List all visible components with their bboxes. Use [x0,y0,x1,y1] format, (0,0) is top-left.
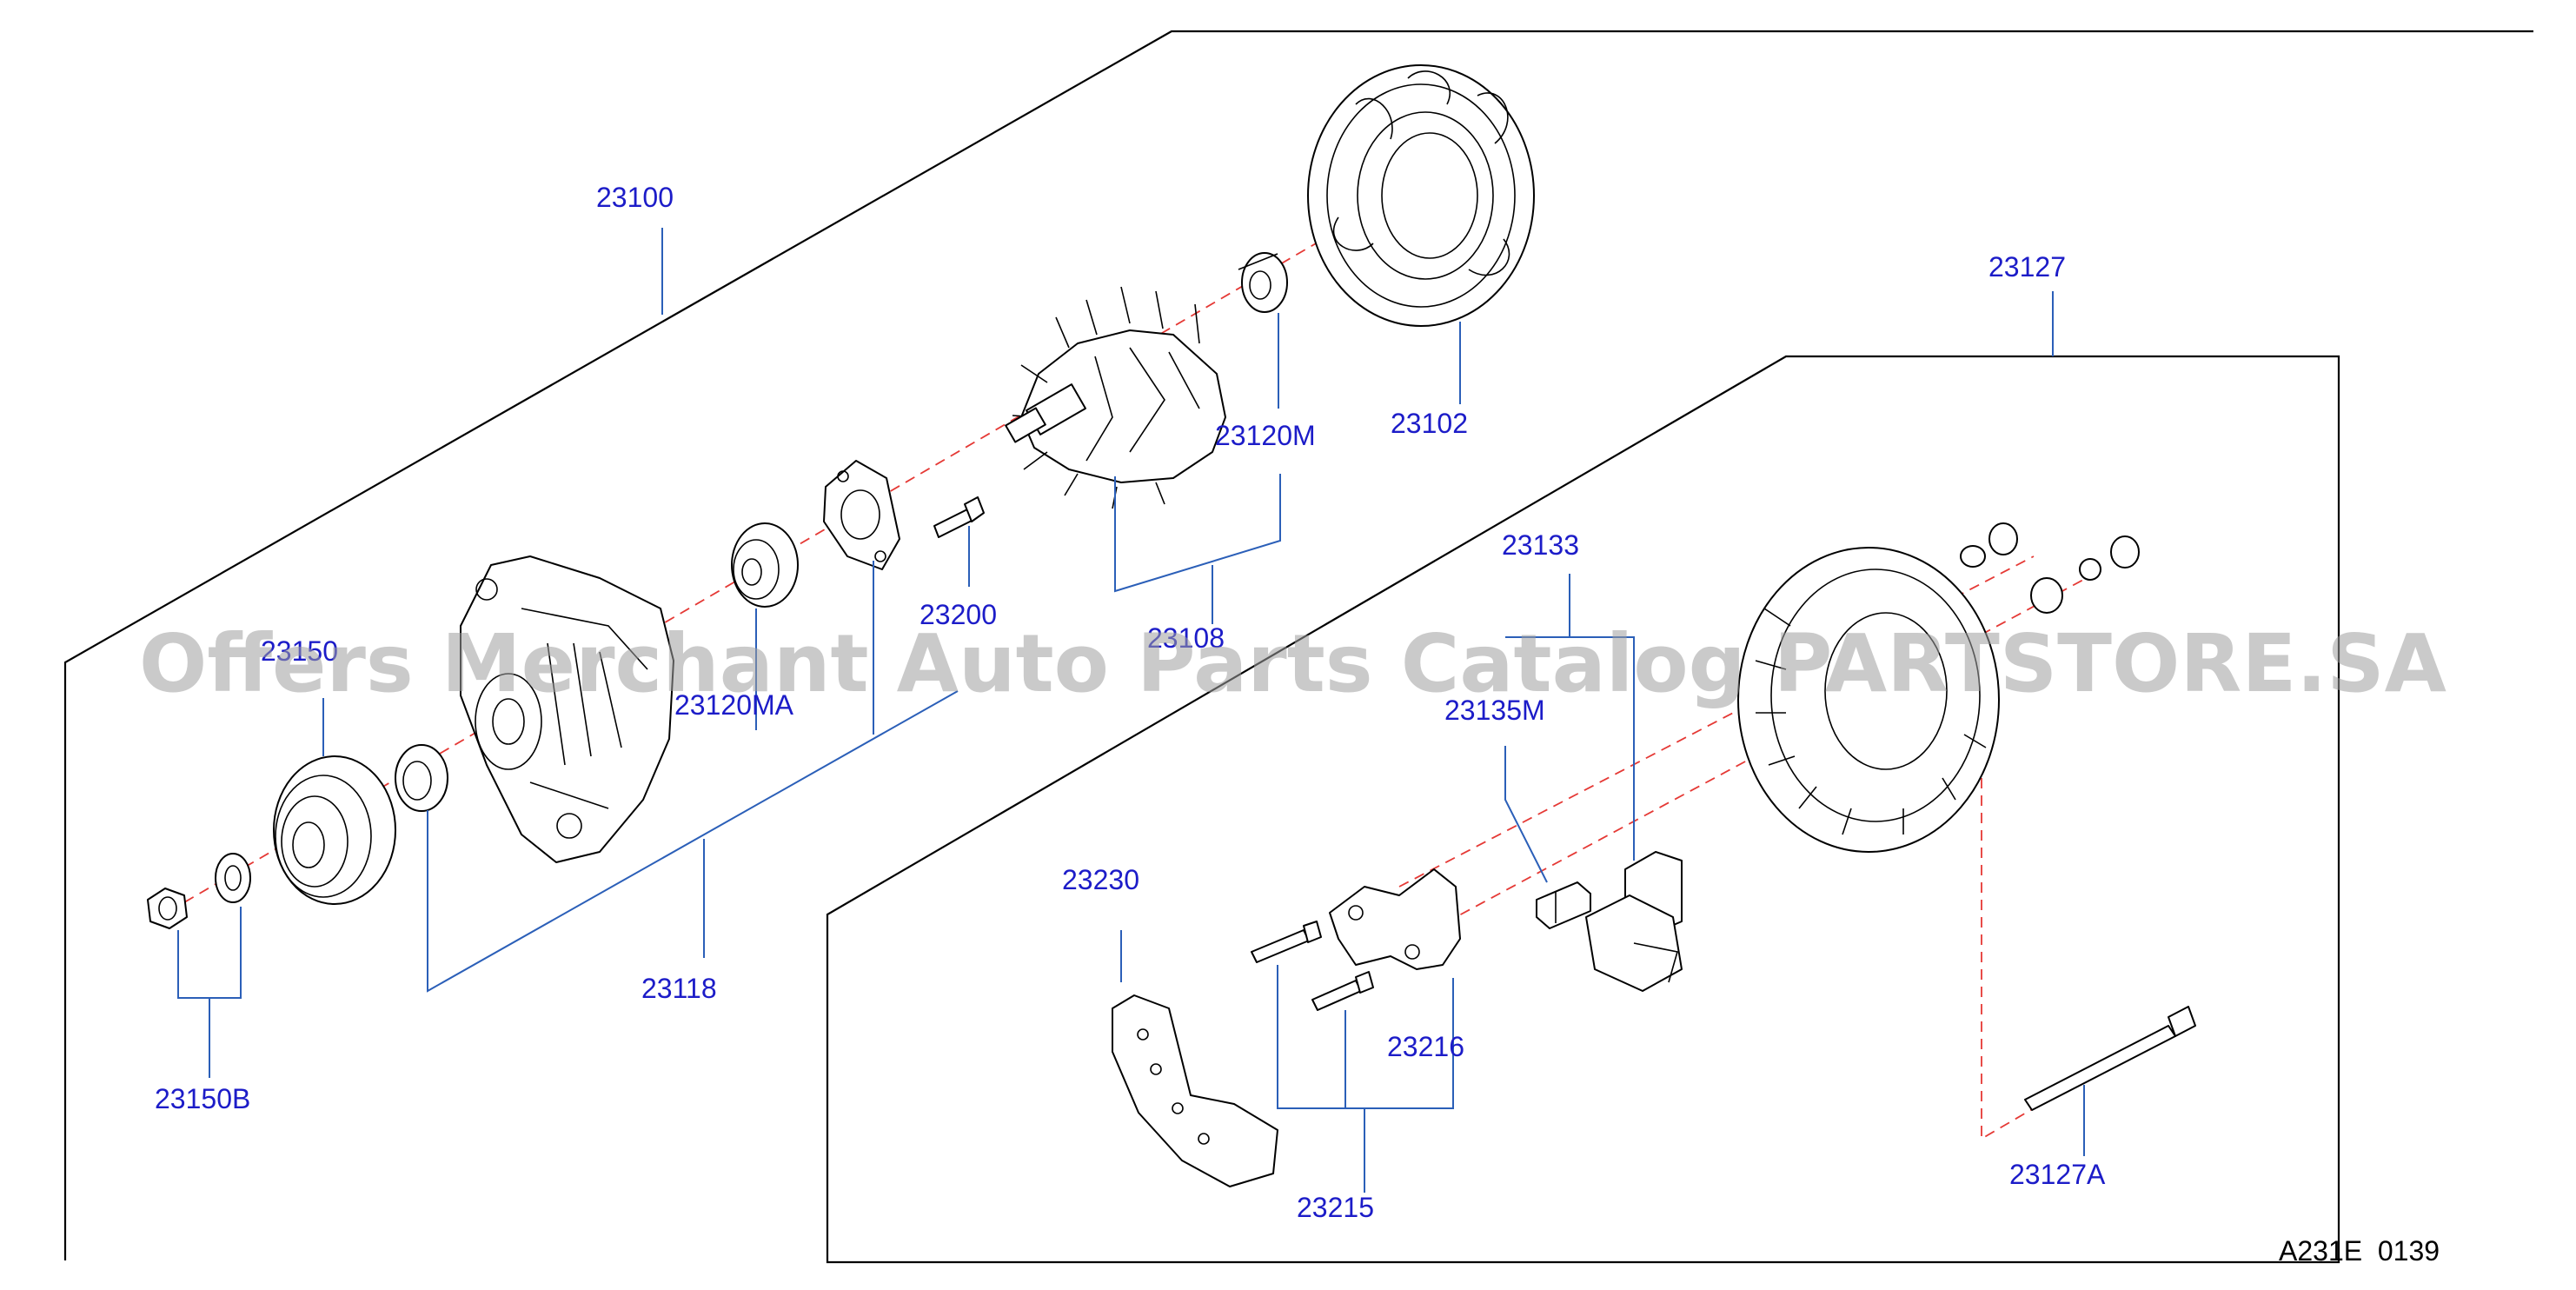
callout-23120MA: 23120MA [674,689,794,721]
callout-23216: 23216 [1387,1031,1464,1062]
voltage-regulator [1585,851,1683,992]
callout-23102: 23102 [1391,408,1468,439]
bearing-retainer-plate [823,460,900,570]
through-bolt-axis [1981,778,2035,1140]
callout-23135M: 23135M [1444,695,1545,726]
assembly-frames [63,30,2533,1264]
callout-labels: 23100 23102 23120M 23108 23200 23120MA 2… [155,182,2106,1223]
pulley-washer [215,853,251,903]
callout-23230: 23230 [1062,864,1139,895]
brush-set [1536,881,1591,929]
front-housing [460,555,674,863]
rear-brush-axis [1398,573,2095,948]
through-bolt [2024,1006,2196,1111]
rear-assembly-parts [1112,522,2196,1187]
watermark-text: Offers Merchant Auto Parts Catalog PARTS… [139,617,2447,710]
callout-23133: 23133 [1502,529,1579,561]
callout-23120M: 23120M [1215,420,1316,451]
rotor-assembly [1005,286,1226,509]
callout-23108: 23108 [1147,622,1225,654]
front-bearing [731,522,799,608]
callout-23100: 23100 [596,182,674,213]
callout-23200: 23200 [920,599,997,630]
callout-23127: 23127 [1988,251,2066,283]
retainer-screw [933,496,985,538]
diagram-code: A231E 0139 [2279,1235,2440,1267]
callout-23150: 23150 [261,635,338,667]
leader-lines [177,228,2085,1193]
callout-23150B: 23150B [155,1083,250,1114]
pulley-nut [147,888,188,929]
rear-cover-nuts [1960,522,2140,614]
holder-screws [1251,921,1374,1011]
rear-bearing [1238,252,1288,313]
front-assembly-frame [63,30,2533,1260]
pulley [273,755,396,905]
stator-assembly [1307,64,1535,327]
callout-23118: 23118 [641,973,717,1004]
terminal-cover [1112,994,1278,1187]
brush-holder [1329,868,1461,970]
front-assembly-parts [147,64,1535,929]
callout-23215: 23215 [1297,1192,1374,1223]
callout-23127A: 23127A [2009,1159,2106,1190]
rear-assembly-frame [826,355,2340,1264]
rear-housing [1737,547,2000,853]
front-spacer-ring [395,744,448,812]
